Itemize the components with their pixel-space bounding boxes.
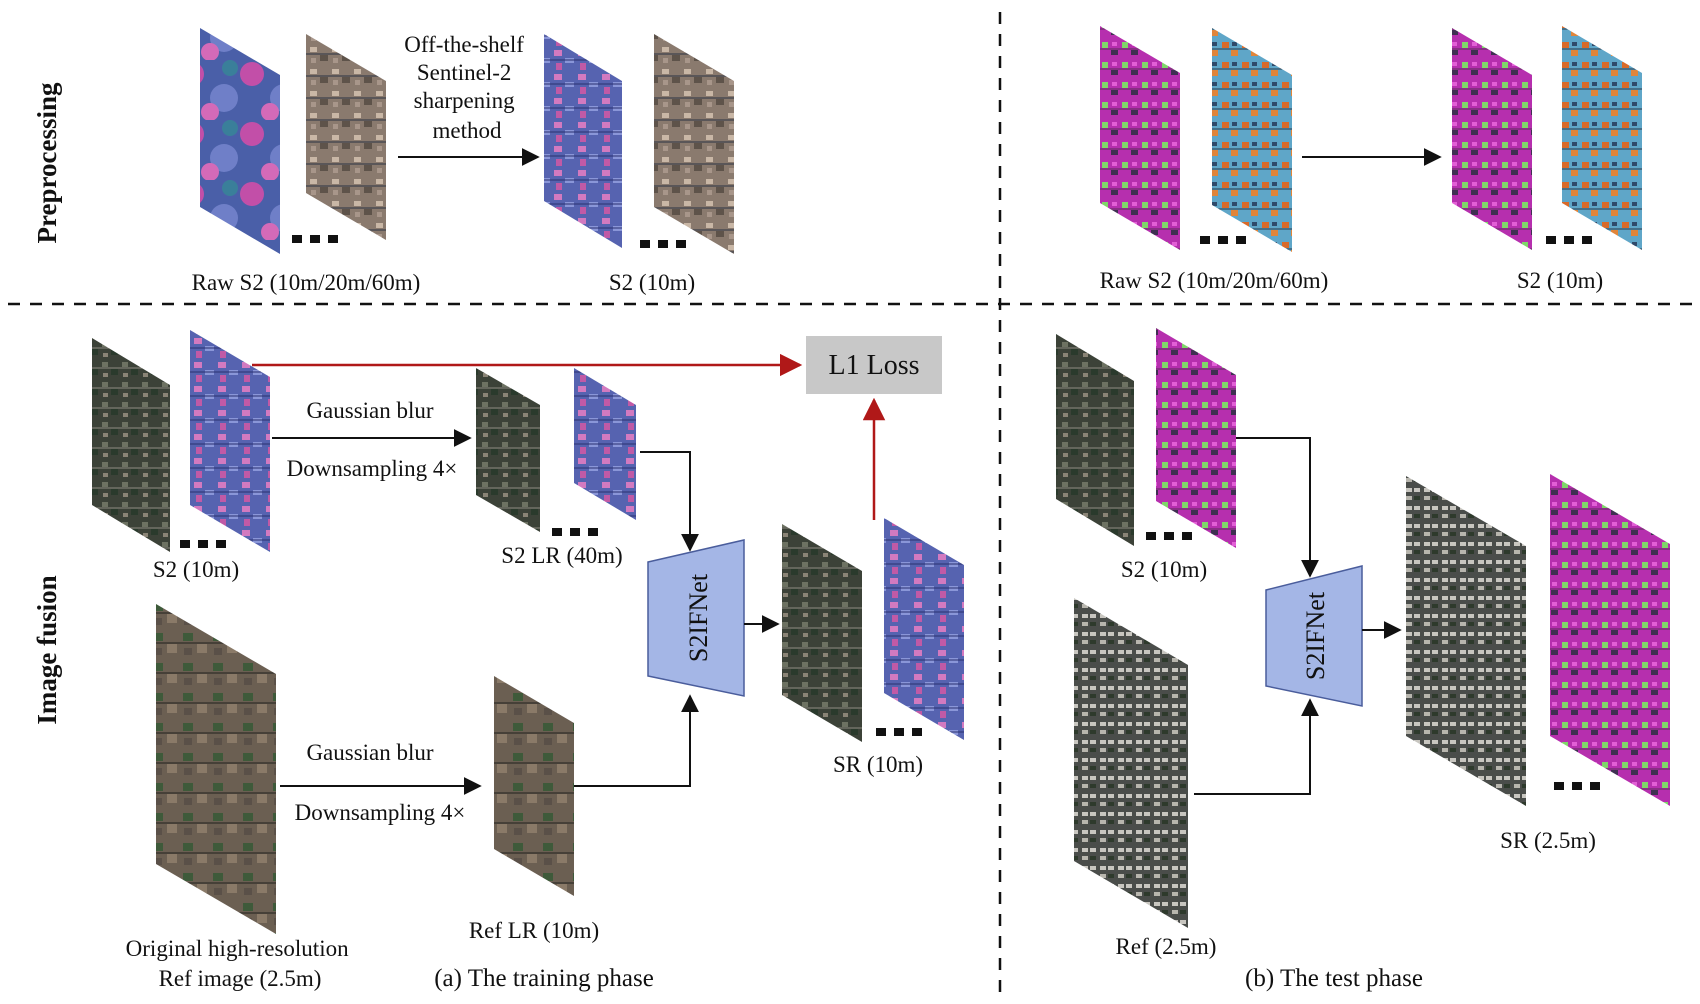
- raw-s2-image-truecolor: [306, 34, 386, 240]
- train-s2-image-falsecolor: [190, 330, 270, 552]
- sr-image-falsecolor: [884, 518, 964, 740]
- l1-loss-box: [806, 336, 942, 394]
- arrow-s2lr-to-net: [640, 451, 699, 552]
- down-label-1: Downsampling 4×: [287, 456, 458, 481]
- ellipsis-dots: [292, 235, 338, 243]
- test-s2ifnet-block: [1265, 565, 1363, 707]
- raw-s2-image-blurred: [200, 28, 280, 254]
- test-sr-stack: [1406, 474, 1670, 806]
- train-s2-image-truecolor: [92, 338, 170, 552]
- train-s2lr-stack: [476, 368, 636, 536]
- s2-10m-image-truecolor: [654, 34, 734, 254]
- training-caption: (a) The training phase: [434, 965, 654, 992]
- arrow-reflr-to-net: [574, 694, 699, 787]
- arrow-test-ref-to-net: [1194, 698, 1319, 795]
- test-raw-image-orange: [1212, 28, 1292, 252]
- ellipsis-dots: [1146, 532, 1192, 540]
- test-raw-s2-label: Raw S2 (10m/20m/60m): [1100, 268, 1329, 293]
- train-sr-stack: [782, 518, 964, 742]
- test-ref-label: Ref (2.5m): [1116, 934, 1217, 959]
- test-s2-label: S2 (10m): [1121, 557, 1207, 582]
- row-label-image-fusion: Image fusion: [32, 575, 62, 724]
- row-label-preprocessing: Preprocessing: [32, 82, 62, 243]
- arrow-test-s2-to-net: [1236, 437, 1319, 578]
- s2-10m-label: S2 (10m): [609, 270, 695, 295]
- test-ref-image: [1074, 598, 1188, 928]
- train-s2-label: S2 (10m): [153, 557, 239, 582]
- test-s2-stack: [1056, 328, 1236, 548]
- ellipsis-dots: [1546, 236, 1592, 244]
- sr-image-truecolor: [782, 524, 862, 742]
- original-ref-label: Original high-resolution Ref image (2.5m…: [126, 936, 355, 991]
- ellipsis-dots: [1200, 236, 1246, 244]
- test-sr-image-magenta: [1550, 474, 1670, 806]
- test-raw-image-magenta: [1100, 26, 1180, 250]
- method-label: Off-the-shelf Sentinel-2 sharpening meth…: [404, 32, 529, 143]
- l1-loss-label: L1 Loss: [829, 350, 920, 381]
- raw-s2-label: Raw S2 (10m/20m/60m): [192, 270, 421, 295]
- s2lr-image-falsecolor: [574, 368, 636, 520]
- test-s2-image-magenta: [1156, 328, 1236, 548]
- ref-lr-image: [494, 676, 574, 896]
- prep-raw-s2-stack: [200, 28, 386, 254]
- ellipsis-dots: [552, 528, 598, 536]
- ellipsis-dots: [180, 540, 226, 548]
- s2lr-image-truecolor: [476, 368, 540, 532]
- s2-10m-image-falsecolor: [544, 34, 622, 248]
- prep-test-raw-stack: [1100, 26, 1292, 252]
- test-s2-image-magenta: [1452, 28, 1532, 250]
- down-label-2: Downsampling 4×: [295, 800, 466, 825]
- train-s2ifnet-block: [647, 539, 745, 697]
- ellipsis-dots: [876, 728, 922, 736]
- train-s2-stack: [92, 330, 270, 552]
- test-s2-10m-label: S2 (10m): [1517, 268, 1603, 293]
- blur-label-2: Gaussian blur: [306, 740, 433, 765]
- train-s2ifnet-label: S2IFNet: [684, 573, 713, 662]
- prep-s2-10m-stack: [544, 34, 734, 254]
- test-sr-label: SR (2.5m): [1500, 828, 1596, 853]
- test-s2ifnet-label: S2IFNet: [1301, 591, 1330, 680]
- test-s2-image-truecolor: [1056, 334, 1134, 546]
- sr-10m-label: SR (10m): [833, 752, 923, 777]
- prep-test-s2-stack: [1452, 26, 1642, 250]
- blur-label-1: Gaussian blur: [306, 398, 433, 423]
- ellipsis-dots: [640, 240, 686, 248]
- original-ref-image: [156, 604, 276, 934]
- test-caption: (b) The test phase: [1245, 965, 1423, 992]
- s2lr-label: S2 LR (40m): [501, 543, 622, 568]
- test-s2-image-orange: [1562, 26, 1642, 250]
- test-sr-image-truecolor: [1406, 476, 1526, 806]
- ellipsis-dots: [1554, 782, 1600, 790]
- ref-lr-label: Ref LR (10m): [469, 918, 599, 943]
